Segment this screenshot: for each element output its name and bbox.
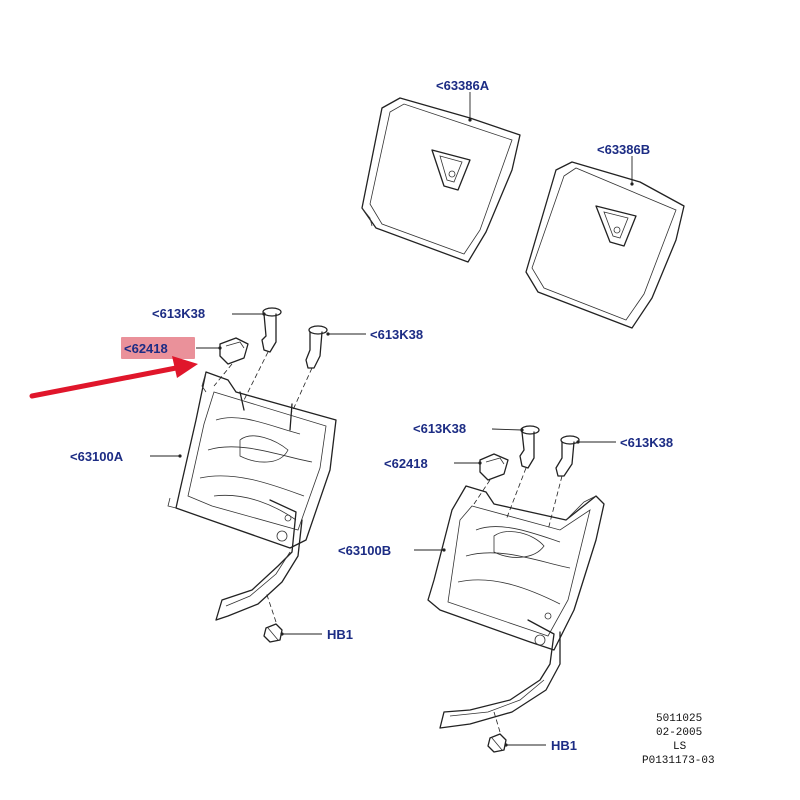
guide-613k38-left-a [243,307,282,401]
bolt-hb1-left [263,591,283,643]
guide-613k38-right-b [547,435,580,531]
clip-62418-left [213,337,249,387]
ref-line-4: P0131173-03 [642,755,715,767]
callout-613k38-right-b: <613K38 [620,435,673,450]
callout-hb1-left: HB1 [327,627,353,642]
callout-63100a: <63100A [70,449,124,464]
ref-line-3: LS [673,741,687,753]
ref-line-2: 02-2005 [656,727,702,739]
guide-613k38-left-b [291,325,328,413]
callout-613k38-right-a: <613K38 [413,421,466,436]
ref-line-1: 5011025 [656,713,702,725]
panel-63386a [361,97,521,263]
callout-63386a: <63386A [436,78,490,93]
guide-613k38-right-a [505,425,540,521]
callout-62418-left: <62418 [124,341,168,356]
bolt-hb1-right [487,711,507,753]
leader-lines [150,92,634,747]
seat-frame-63100b [427,485,605,729]
callout-63386b: <63386B [597,142,650,157]
highlight-box [121,337,195,359]
callout-63100b: <63100B [338,543,391,558]
callout-hb1-right: HB1 [551,738,577,753]
seat-frame-63100a [167,371,337,621]
clip-62418-right [473,453,509,505]
red-arrow [29,356,198,399]
panel-63386b [525,161,685,329]
callout-62418-right: <62418 [384,456,428,471]
callout-613k38-left-b: <613K38 [370,327,423,342]
callout-613k38-left-a: <613K38 [152,306,205,321]
